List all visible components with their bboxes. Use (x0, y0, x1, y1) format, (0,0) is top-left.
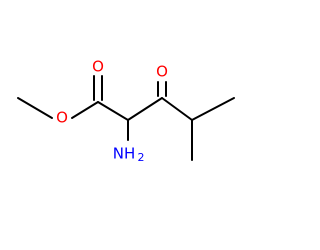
ketone-oxygen-label: O (156, 63, 168, 81)
molecule-canvas: O O O NH 2 (17, 58, 235, 164)
bond-esterC-alphaC (97, 101, 129, 121)
ether-oxygen-label: O (56, 109, 68, 127)
molecule-structure: O O O NH 2 (17, 58, 235, 164)
bond-alphaC-ketoneC (127, 97, 163, 121)
bond-isopropylC-methyl-right (191, 97, 235, 121)
ester-carbonyl-oxygen-label: O (92, 58, 104, 76)
amine-label: NH (113, 145, 136, 163)
bond-methyl-etherO (17, 97, 53, 119)
amine-subscript: 2 (138, 151, 145, 164)
bond-ketoneC-isopropylC (161, 97, 193, 121)
bond-etherO-esterC (71, 101, 99, 119)
